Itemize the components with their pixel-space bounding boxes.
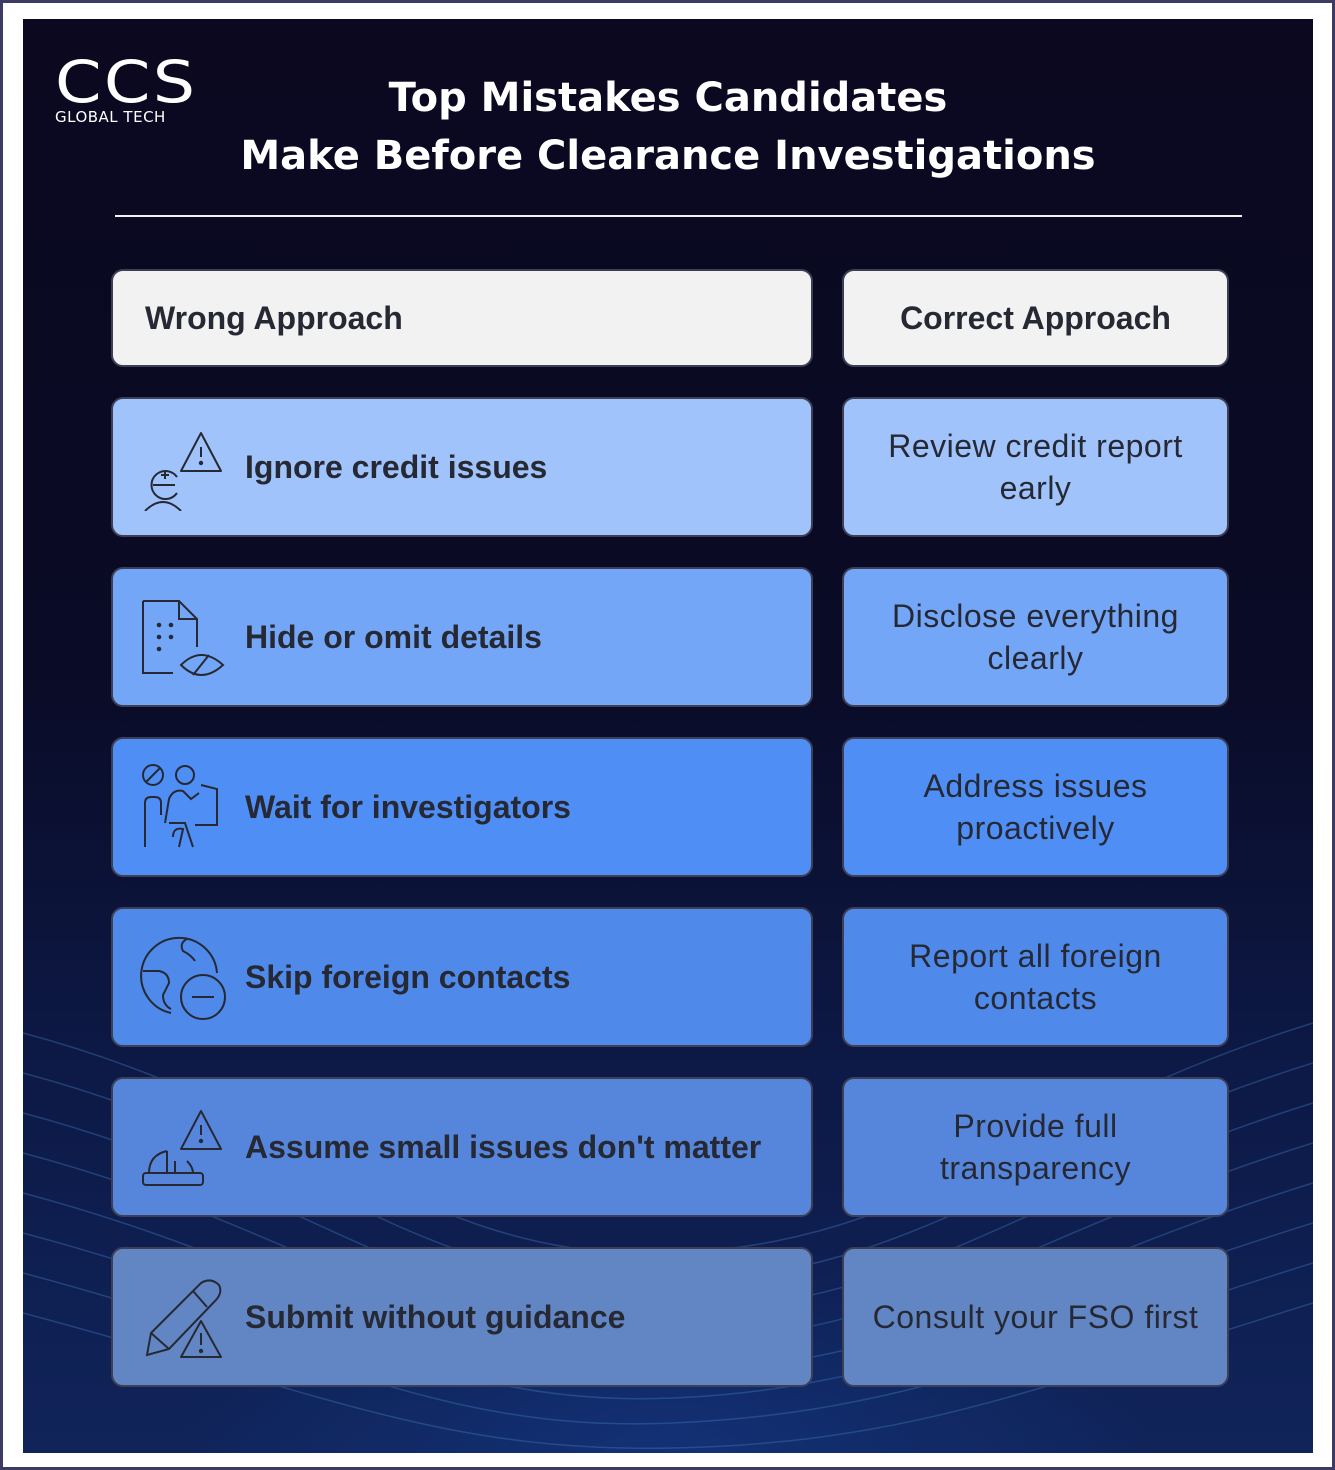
wrong-approach-label: Hide or omit details xyxy=(245,618,542,655)
title-divider xyxy=(115,215,1242,217)
header-correct-approach: Correct Approach xyxy=(842,269,1229,367)
correct-approach-row: Consult your FSO first xyxy=(842,1247,1229,1387)
page-title: Top Mistakes Candidates Make Before Clea… xyxy=(23,69,1313,185)
globe-minus-icon xyxy=(140,936,226,1020)
wrong-approach-row: Submit without guidance xyxy=(111,1247,813,1387)
ccs-global-tech-logo: CCS GLOBAL TECH xyxy=(55,53,195,126)
correct-approach-label: Provide full transparency xyxy=(940,1108,1131,1186)
hidden-document-icon xyxy=(142,600,225,676)
waiting-person-icon xyxy=(142,764,218,848)
logo-brand: CCS xyxy=(55,48,198,116)
correct-approach-label: Address issues proactively xyxy=(923,768,1148,846)
correct-approach-label: Consult your FSO first xyxy=(872,1299,1199,1335)
correct-approach-label: Report all foreign contacts xyxy=(909,938,1162,1016)
credit-warning-icon xyxy=(144,432,222,511)
title-line-1: Top Mistakes Candidates xyxy=(388,75,948,121)
wrong-approach-row: Wait for investigators xyxy=(111,737,813,877)
wrong-approach-label: Submit without guidance xyxy=(245,1298,626,1335)
logo-tagline: GLOBAL TECH xyxy=(55,108,166,126)
header-wrong-label: Wrong Approach xyxy=(145,299,403,336)
correct-approach-row: Review credit report early xyxy=(842,397,1229,537)
correct-approach-row: Report all foreign contacts xyxy=(842,907,1229,1047)
wrong-approach-label: Assume small issues don't matter xyxy=(245,1128,762,1165)
wrong-approach-row: Ignore credit issues xyxy=(111,397,813,537)
wrong-approach-label: Wait for investigators xyxy=(245,788,571,825)
wrong-approach-label: Ignore credit issues xyxy=(245,448,548,485)
correct-approach-row: Provide full transparency xyxy=(842,1077,1229,1217)
wrong-approach-label: Skip foreign contacts xyxy=(245,958,571,995)
correct-approach-row: Disclose everything clearly xyxy=(842,567,1229,707)
small-issue-warning-icon xyxy=(142,1110,222,1186)
correct-approach-label: Disclose everything clearly xyxy=(892,598,1179,676)
correct-approach-label: Review credit report early xyxy=(888,428,1183,506)
pencil-warning-icon xyxy=(145,1279,222,1358)
infographic-panel: CCS GLOBAL TECH Top Mistakes Candidates … xyxy=(23,19,1313,1453)
header-correct-label: Correct Approach xyxy=(900,299,1171,336)
wrong-approach-row: Hide or omit details xyxy=(111,567,813,707)
title-line-2: Make Before Clearance Investigations xyxy=(240,133,1096,179)
wrong-approach-row: Assume small issues don't matter xyxy=(111,1077,813,1217)
wrong-approach-row: Skip foreign contacts xyxy=(111,907,813,1047)
header-wrong-approach: Wrong Approach xyxy=(111,269,813,367)
correct-approach-row: Address issues proactively xyxy=(842,737,1229,877)
